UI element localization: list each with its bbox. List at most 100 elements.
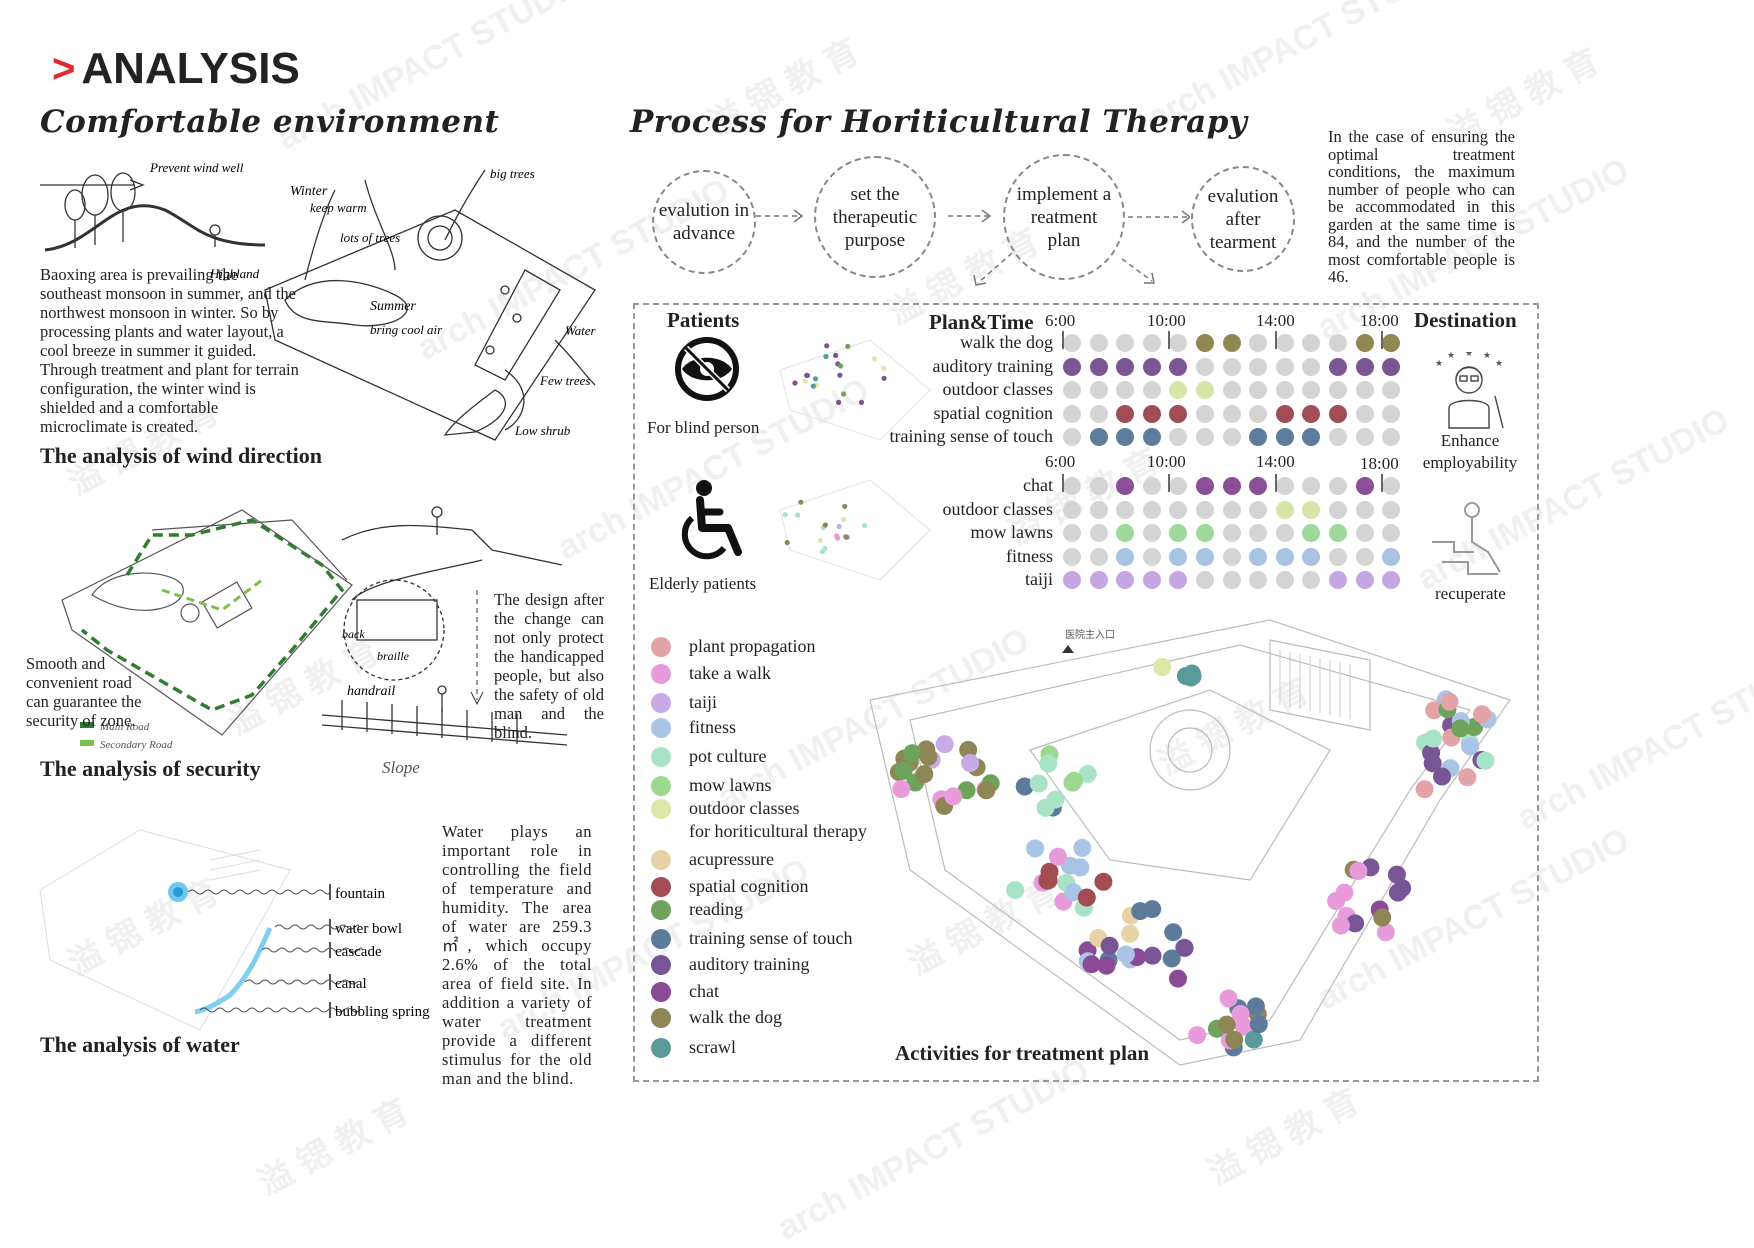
elderly-schedule-dot (1169, 547, 1188, 566)
map-activity-dot (1082, 955, 1101, 974)
time-6-bottom: 6:00 (1045, 452, 1076, 471)
map-activity-dot (1039, 754, 1058, 773)
blind-schedule-dot (1142, 381, 1161, 400)
time-18-top: 18:00 (1360, 311, 1399, 330)
plan-time-title: Plan&Time (929, 310, 1034, 334)
legend-swatch (651, 899, 671, 920)
elderly-schedule-dot (1302, 524, 1321, 543)
mini-activity-dot (784, 539, 790, 546)
time-18-bottom: 18:00 (1360, 454, 1399, 473)
mini-activity-dot (804, 372, 810, 378)
blind-schedule-dot (1116, 357, 1135, 376)
blind-row-label: walk the dog (960, 332, 1053, 352)
blind-schedule-dot (1169, 357, 1188, 376)
elderly-schedule-dot (1169, 500, 1188, 519)
map-activity-dot (1331, 916, 1350, 935)
legend-label: acupressure (689, 849, 774, 869)
step-implement-plan: implement a reatment plan (1003, 154, 1125, 280)
elderly-schedule-dot (1329, 571, 1347, 590)
blind-schedule-dot (1222, 357, 1241, 376)
map-activity-dot (1415, 780, 1434, 799)
elderly-schedule-dot (1382, 500, 1401, 519)
elderly-schedule-dot (1222, 571, 1241, 590)
blind-schedule-dot (1142, 334, 1161, 352)
map-activity-dot (1335, 883, 1354, 902)
elderly-schedule-dot (1382, 547, 1401, 566)
legend-item: pot culture (651, 746, 766, 767)
blind-schedule-dot (1382, 404, 1401, 423)
legend-item: mow lawns (651, 775, 772, 796)
blind-schedule-dot (1063, 404, 1081, 423)
step-evaluation-advance: evalution in advance (652, 170, 756, 274)
watermark-text: arch IMPACT STUDIO (1511, 640, 1754, 838)
blind-schedule-dot (1302, 428, 1321, 447)
blind-schedule-dot (1222, 404, 1241, 423)
elderly-schedule-dot (1329, 477, 1347, 495)
svg-text:★: ★ (1465, 352, 1473, 358)
map-activity-dot (1219, 989, 1238, 1008)
legend-swatch (651, 775, 671, 796)
legend-label: taiji (689, 692, 717, 712)
blind-schedule-dot (1275, 381, 1294, 400)
elderly-schedule-dot (1116, 571, 1135, 590)
blind-schedule-dot (1169, 334, 1188, 352)
blind-person-icon (675, 337, 739, 401)
svg-text:★: ★ (1435, 358, 1443, 368)
legend-swatch (651, 692, 671, 713)
legend-item: chat (651, 981, 719, 1002)
elderly-schedule-dot (1089, 547, 1108, 566)
elderly-schedule-dot (1196, 500, 1214, 519)
elderly-time-tick (1274, 474, 1277, 492)
map-activity-dot (1073, 838, 1092, 857)
blind-schedule-dot (1196, 334, 1214, 352)
mini-activity-dot (843, 534, 849, 540)
capacity-note: In the case of ensuring the optimal trea… (1328, 127, 1515, 286)
mini-activity-dot (842, 503, 848, 509)
elderly-schedule-dot (1196, 571, 1214, 590)
blind-time-tick (1381, 331, 1384, 349)
wind-label-highland: Highland (209, 266, 260, 281)
map-activity-dot (1424, 729, 1443, 748)
blind-schedule-dot (1249, 334, 1268, 352)
blind-schedule-dot (1329, 357, 1347, 376)
legend-swatch (651, 981, 671, 1002)
legend-label: fitness (689, 717, 736, 737)
security-title: The analysis of security (40, 756, 261, 781)
legend-label: auditory training (689, 954, 810, 974)
mini-activity-dot (822, 545, 828, 551)
blind-schedule-dot (1382, 381, 1401, 400)
security-label-slope: Slope (382, 758, 420, 777)
step-evaluation-after: evalution after tearment (1191, 166, 1295, 272)
mini-activity-dot (871, 356, 878, 362)
step-therapeutic-purpose: set the therapeutic purpose (814, 156, 936, 278)
elderly-schedule-dot (1249, 571, 1268, 590)
legend-item: fitness (651, 717, 736, 738)
wind-title: The analysis of wind direction (40, 443, 322, 468)
elderly-schedule-dot (1382, 477, 1401, 495)
elderly-schedule-dot (1089, 571, 1108, 590)
map-activity-dot (1376, 923, 1395, 942)
map-activity-dot (1188, 1026, 1207, 1045)
map-activity-dot (919, 747, 938, 766)
water-label-water-bowl: water bowl (335, 921, 402, 937)
legend-item: training sense of touch (651, 928, 852, 949)
elderly-schedule-dot (1142, 500, 1161, 519)
map-activity-dot (1143, 946, 1162, 965)
wind-label-keep: keep warm (310, 200, 367, 215)
elderly-schedule-dot (1089, 500, 1108, 519)
blind-schedule-dot (1329, 404, 1347, 423)
map-activity-dot (1097, 956, 1116, 975)
blind-row-label: spatial cognition (933, 402, 1053, 423)
svg-text:★: ★ (1483, 352, 1491, 360)
svg-text:★: ★ (1495, 358, 1503, 368)
right-heading: Process for Horiticultural Therapy (630, 104, 1248, 140)
mini-activity-dot (858, 399, 865, 405)
mini-activity-dot (822, 522, 828, 528)
blind-schedule-dot (1355, 334, 1374, 352)
activity-map: 医院主入口 (869, 619, 1511, 1066)
mini-activity-dot (792, 380, 798, 386)
mini-activity-dot (817, 537, 823, 543)
mini-activity-dot (802, 378, 808, 384)
mini-activity-dot (837, 372, 843, 378)
legend-label: spatial cognition (689, 876, 809, 896)
